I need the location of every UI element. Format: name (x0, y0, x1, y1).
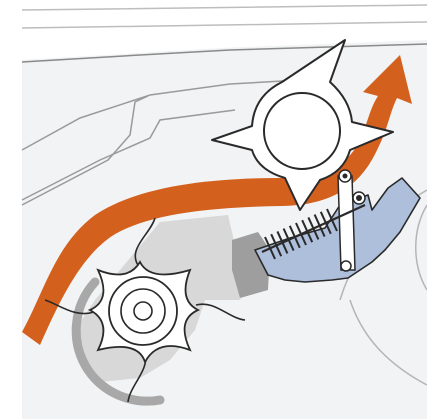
housing-top-edge (21, 4, 427, 29)
spring-coil (313, 214, 326, 238)
roller-axle (133, 301, 153, 321)
star-wheel-hub (263, 92, 341, 170)
spring-coil (307, 216, 320, 240)
spring-coil (276, 230, 289, 254)
roller-finger-left (44, 299, 95, 315)
spring-coil (326, 208, 338, 232)
hood-outline (21, 79, 301, 201)
bracket-pivot-low (340, 260, 352, 272)
spring-coil (319, 211, 332, 235)
roller-guard-arc (71, 277, 165, 406)
drum-arc-inner (415, 204, 427, 291)
spring-coil (301, 219, 314, 243)
roller-finger-right (195, 303, 246, 321)
material-flow-arrow (22, 55, 412, 345)
spring-coil (264, 236, 276, 260)
bracket-pivot-top-pin (342, 173, 348, 179)
spring-coils (264, 208, 338, 260)
spring-coil (270, 233, 283, 257)
roller-finger-top (134, 217, 156, 269)
spring-coil (288, 225, 301, 249)
spring-coil (295, 222, 307, 246)
tensioner-spring (261, 203, 366, 260)
spring-coil (282, 228, 295, 252)
hood-front (21, 95, 149, 206)
bracket-arm (337, 175, 356, 271)
bracket-pivot-mid-pin (356, 195, 362, 201)
lower-roller (44, 217, 246, 406)
housing-top-outline (21, 43, 427, 63)
upper-star-wheel (211, 39, 394, 211)
